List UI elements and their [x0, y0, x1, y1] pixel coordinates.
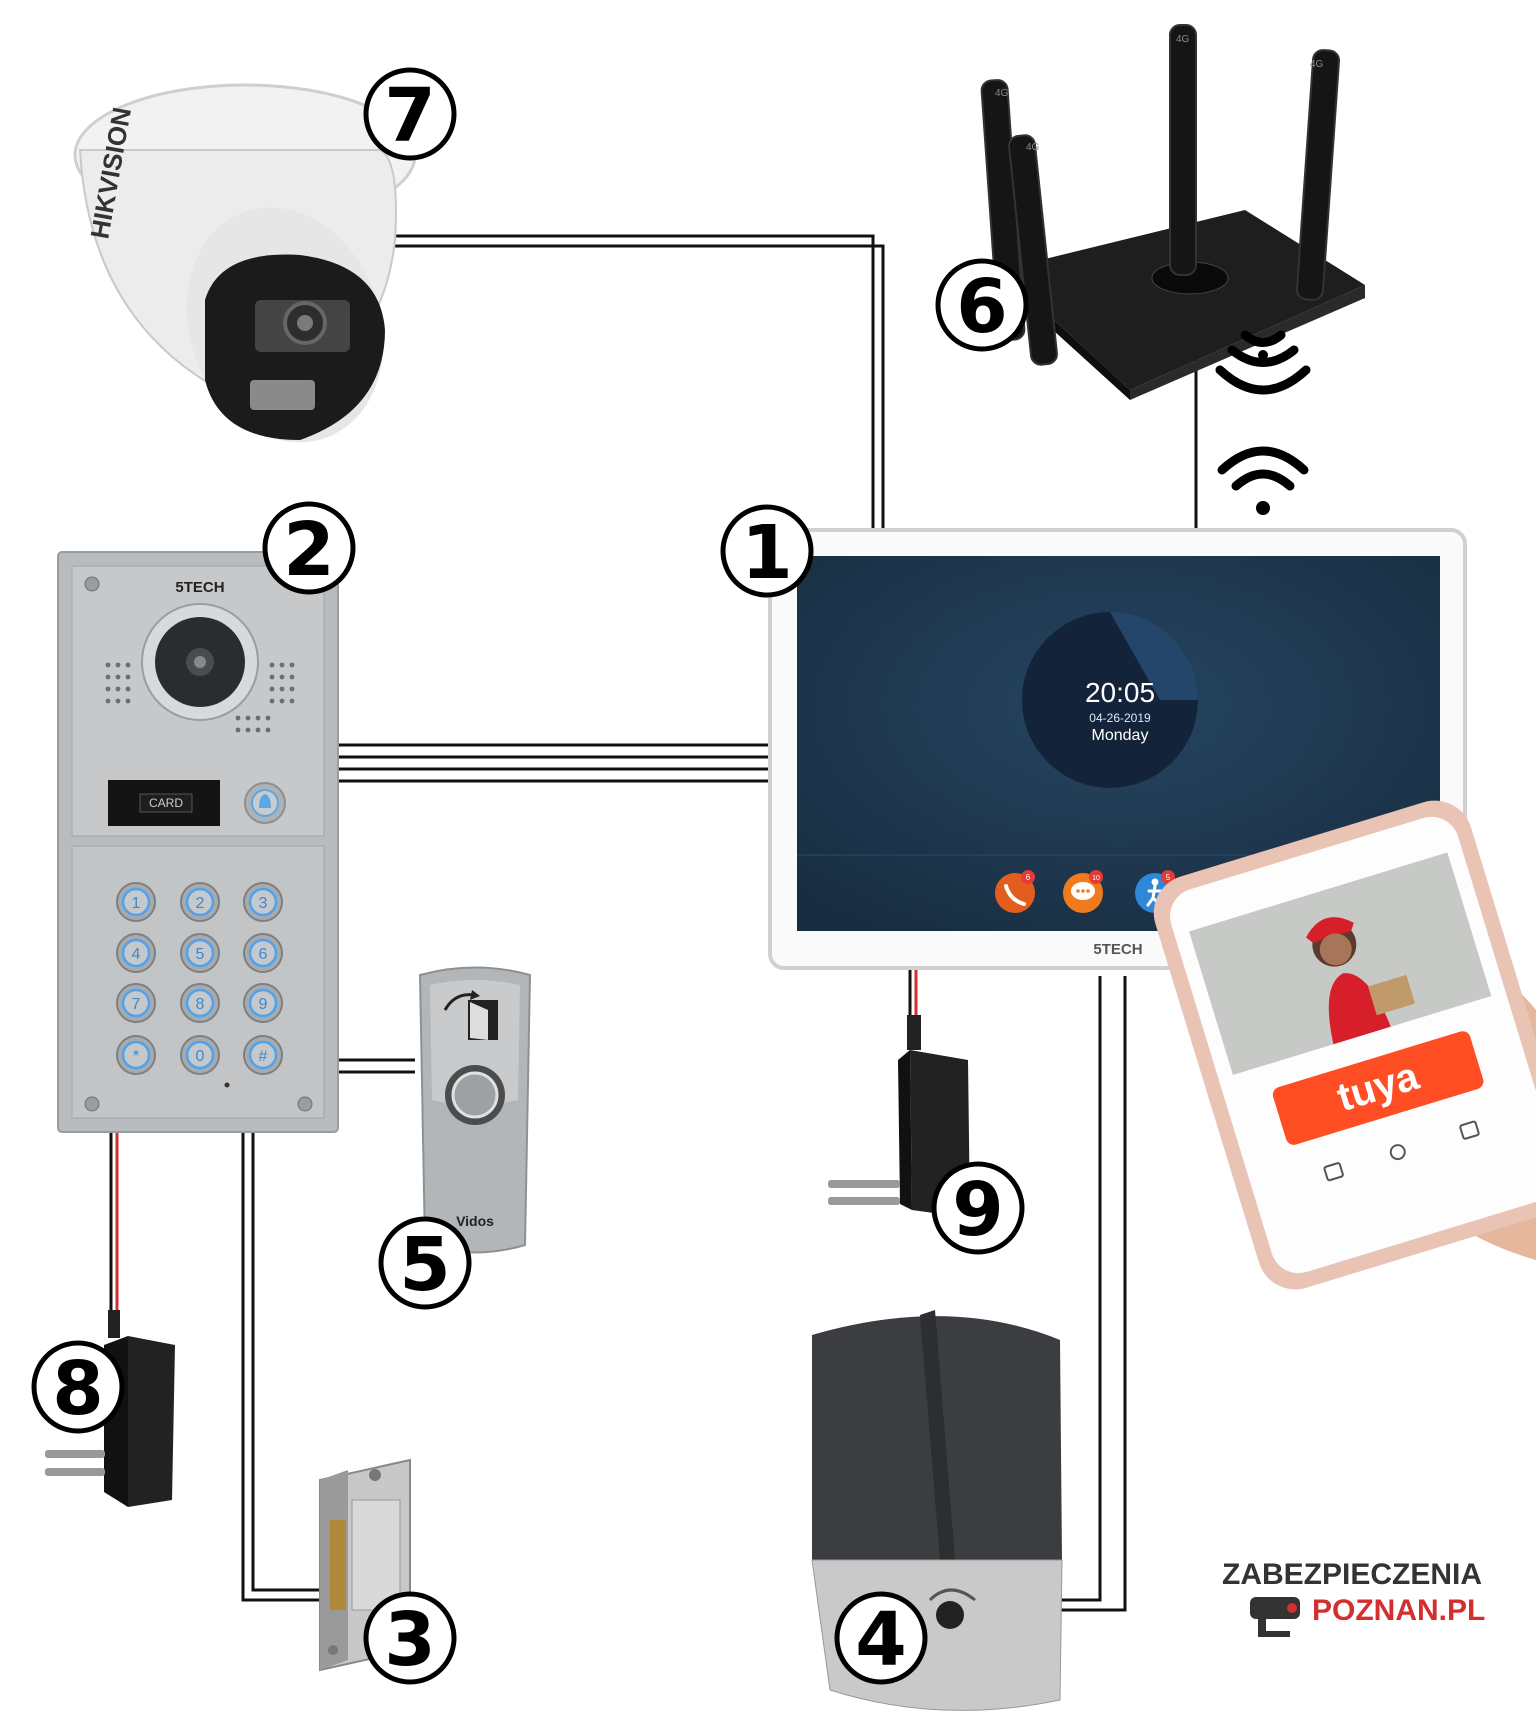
logo-line1: ZABEZPIECZENIA — [1222, 1558, 1482, 1591]
keypad-key: 3 — [243, 882, 283, 922]
badge-gate: 4 — [834, 1591, 928, 1685]
keypad-key-label: 3 — [259, 895, 268, 912]
badge-psu-monitor: 9 — [931, 1161, 1025, 1255]
camera-logo-icon — [1250, 1597, 1300, 1637]
exit-button: Vidos — [418, 966, 532, 1254]
keypad-key-label: 1 — [132, 895, 141, 912]
keypad-key: # — [243, 1035, 283, 1075]
zabezpieczenia-poznan-logo: ZABEZPIECZENIA POZNAN.PL — [1222, 1558, 1485, 1637]
badge-gate-text: 4 — [855, 1597, 907, 1683]
badge-router: 6 — [935, 258, 1029, 352]
panel-brand: 5TECH — [175, 579, 224, 596]
keypad-key-label: 0 — [196, 1048, 205, 1065]
screw-icon — [84, 576, 313, 1112]
badge-panel-text: 2 — [283, 507, 335, 593]
keypad-key: 8 — [180, 983, 220, 1023]
keypad-key-label: 5 — [196, 946, 205, 963]
keypad: 1 2 3 4 5 6 7 8 9 * 0 # — [116, 882, 283, 1075]
card-reader-label: CARD — [149, 796, 183, 810]
keypad-key: * — [116, 1035, 156, 1075]
monitor-date: 04-26-2019 — [1089, 711, 1151, 725]
keypad-key: 2 — [180, 882, 220, 922]
keypad-key-label: 2 — [196, 895, 205, 912]
call-log-badge: 6 — [1026, 873, 1031, 882]
keypad-key: 7 — [116, 983, 156, 1023]
keypad-key-label: 7 — [132, 996, 141, 1013]
wifi-icon — [1217, 446, 1309, 515]
keypad-key: 4 — [116, 933, 156, 973]
badge-exit-button-text: 5 — [399, 1222, 451, 1308]
keypad-key: 9 — [243, 983, 283, 1023]
wireless-signal-icon — [1215, 330, 1311, 395]
keypad-key: 1 — [116, 882, 156, 922]
keypad-key-label: * — [133, 1048, 139, 1065]
messages-icon: 10 — [1063, 870, 1103, 913]
keypad-key-label: 8 — [196, 996, 205, 1013]
smartphone-with-app: tuya — [1153, 800, 1536, 1290]
wires — [109, 234, 1198, 1612]
badge-strike-text: 3 — [384, 1597, 436, 1683]
badge-router-text: 6 — [956, 264, 1008, 350]
motion-badge: 5 — [1166, 873, 1171, 882]
exit-button-brand: Vidos — [456, 1213, 494, 1229]
monitor-brand: 5TECH — [1093, 941, 1142, 958]
badge-monitor-text: 1 — [741, 510, 793, 596]
door-station-panel: 5TECH CARD 1 2 3 4 5 6 7 8 9 * 0 # — [57, 551, 339, 1133]
badge-exit-button: 5 — [378, 1216, 472, 1310]
keypad-key-label: 4 — [132, 946, 141, 963]
badge-camera-text: 7 — [384, 73, 436, 159]
keypad-key-label: 6 — [259, 946, 268, 963]
monitor-day: Monday — [1092, 727, 1149, 744]
router-antenna-label: 4G — [1026, 142, 1040, 153]
router-antenna-label: 4G — [1176, 34, 1190, 45]
keypad-key: 0 — [180, 1035, 220, 1075]
badge-psu-panel-text: 8 — [52, 1346, 104, 1432]
keypad-key: 5 — [180, 933, 220, 973]
call-log-icon: 6 — [995, 870, 1035, 913]
messages-badge: 10 — [1092, 875, 1100, 882]
badge-camera: 7 — [363, 67, 457, 161]
badge-panel: 2 — [262, 501, 356, 595]
monitor-time: 20:05 — [1085, 677, 1155, 708]
number-badges: 1 2 3 4 5 6 7 8 — [31, 67, 1029, 1685]
keypad-key-label: 9 — [259, 996, 268, 1013]
badge-psu-monitor-text: 9 — [952, 1167, 1004, 1253]
router: 4G 4G 4G 4G — [980, 24, 1365, 400]
router-antenna-label: 4G — [1310, 59, 1324, 70]
call-bell-button — [244, 782, 286, 824]
router-antenna-label: 4G — [995, 88, 1009, 99]
keypad-key-label: # — [259, 1048, 268, 1065]
badge-strike: 3 — [363, 1591, 457, 1685]
logo-line2: POZNAN.PL — [1312, 1594, 1485, 1627]
badge-monitor: 1 — [720, 504, 814, 598]
badge-psu-panel: 8 — [31, 1340, 125, 1434]
dome-camera: HIKVISION — [73, 83, 417, 443]
keypad-key: 6 — [243, 933, 283, 973]
